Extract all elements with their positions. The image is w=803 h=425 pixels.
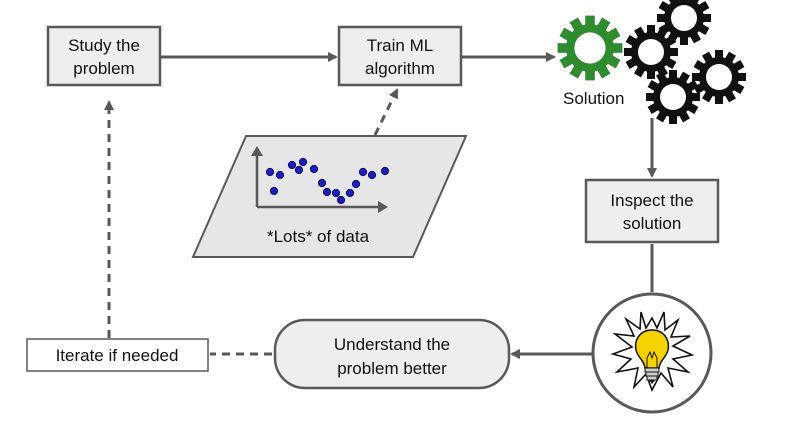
node-insight [591,292,713,414]
scatter-plot-icon [251,146,390,213]
understand-label-line2: problem better [337,359,447,378]
inspect-label-line1: Inspect the [610,191,693,210]
edge-data-to-train [373,88,399,136]
understand-label-line1: Understand the [334,335,450,354]
lightbulb-icon [610,311,695,392]
gear-icon [692,50,746,104]
node-iterate: Iterate if needed [26,338,209,372]
inspect-label-line2: solution [623,214,682,233]
node-inspect-solution: Inspect the solution [584,178,720,244]
solution-label: Solution [563,89,624,108]
train-label-line1: Train ML [367,36,433,55]
data-label: *Lots* of data [267,227,370,246]
study-label-line1: Study the [68,36,140,55]
node-solution: Solution [557,0,746,124]
node-data: *Lots* of data [191,135,468,258]
node-understand-problem: Understand the problem better [273,318,511,390]
node-study-problem: Study the problem [46,25,162,87]
study-label-line2: problem [73,59,134,78]
iterate-label: Iterate if needed [56,346,179,365]
train-label-line2: algorithm [365,59,435,78]
gear-icon [557,15,623,81]
node-train-ml: Train ML algorithm [337,25,463,87]
